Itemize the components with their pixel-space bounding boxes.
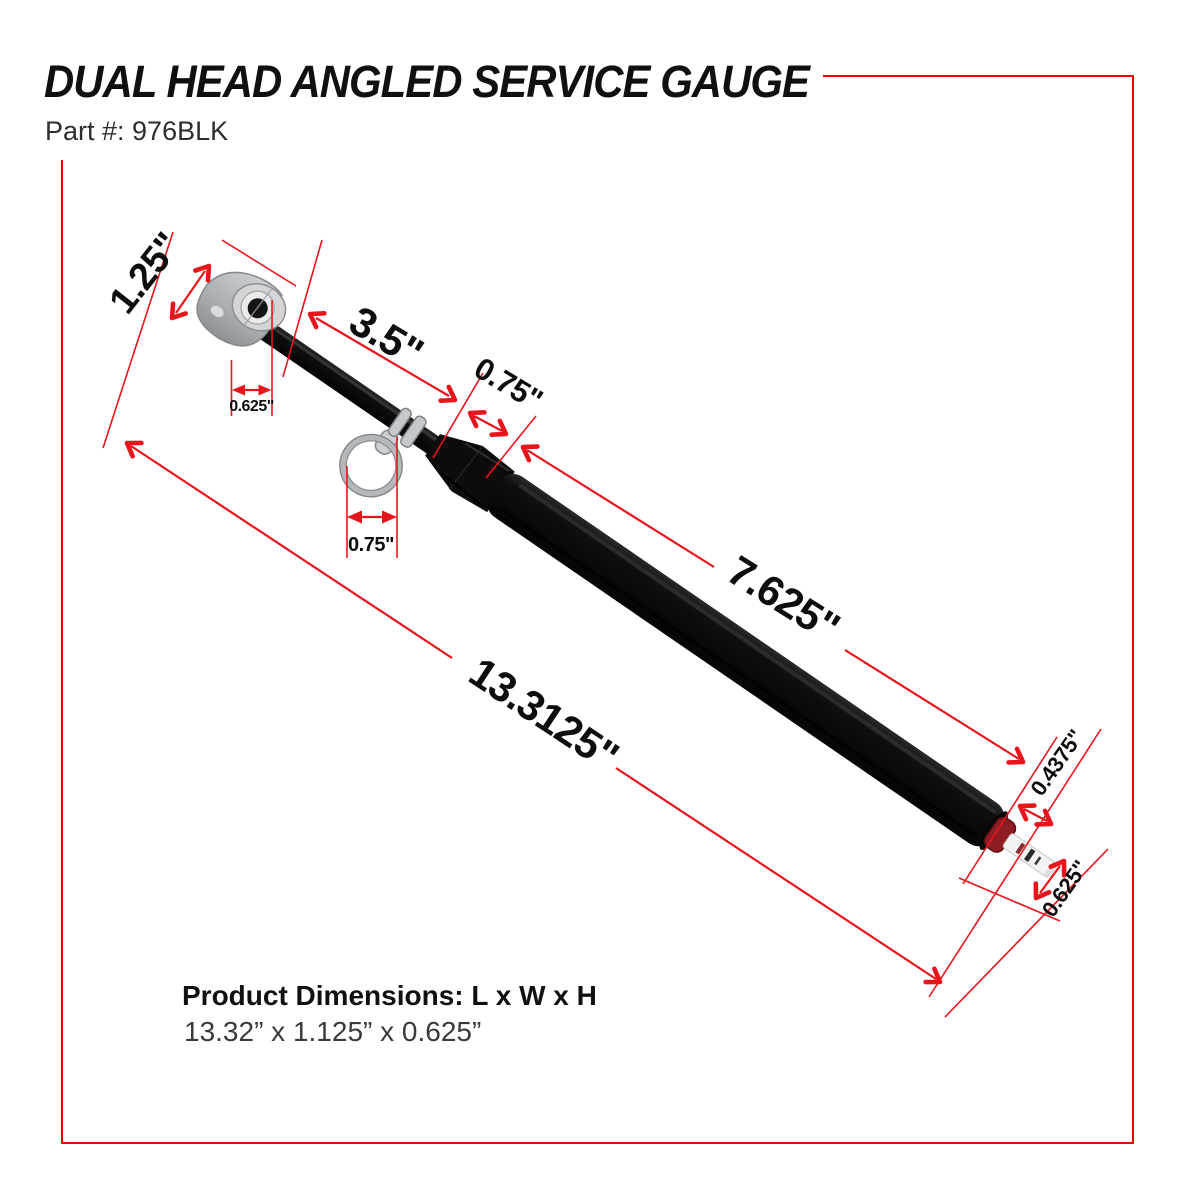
gauge [196, 271, 1058, 878]
dimension-head-width: 0.625" [229, 300, 274, 416]
product-dimensions-value: 13.32” x 1.125” x 0.625” [184, 1016, 482, 1047]
dim-label-head-length: 1.25" [101, 225, 189, 321]
dim-label-head-width: 0.625" [229, 398, 274, 415]
dimension-ring-width: 0.75" [346, 437, 398, 558]
product-dimensions-heading: Product Dimensions: L x W x H [182, 980, 597, 1011]
part-number: Part #: 976BLK [45, 116, 229, 146]
page-title: DUAL HEAD ANGLED SERVICE GAUGE [44, 56, 810, 107]
red-frame [61, 75, 1134, 1144]
hang-ring [339, 433, 403, 498]
dim-label-coupling-length: 0.75" [468, 350, 548, 417]
dim-label-tube-length: 3.5" [342, 297, 432, 377]
gauge-head-chuck [196, 271, 287, 347]
dimension-tube-length: 3.5" [306, 297, 459, 407]
dim-label-overall-length: 13.3125" [461, 648, 627, 780]
gauge-body [487, 473, 1009, 850]
dim-label-ring-width: 0.75" [348, 534, 394, 556]
